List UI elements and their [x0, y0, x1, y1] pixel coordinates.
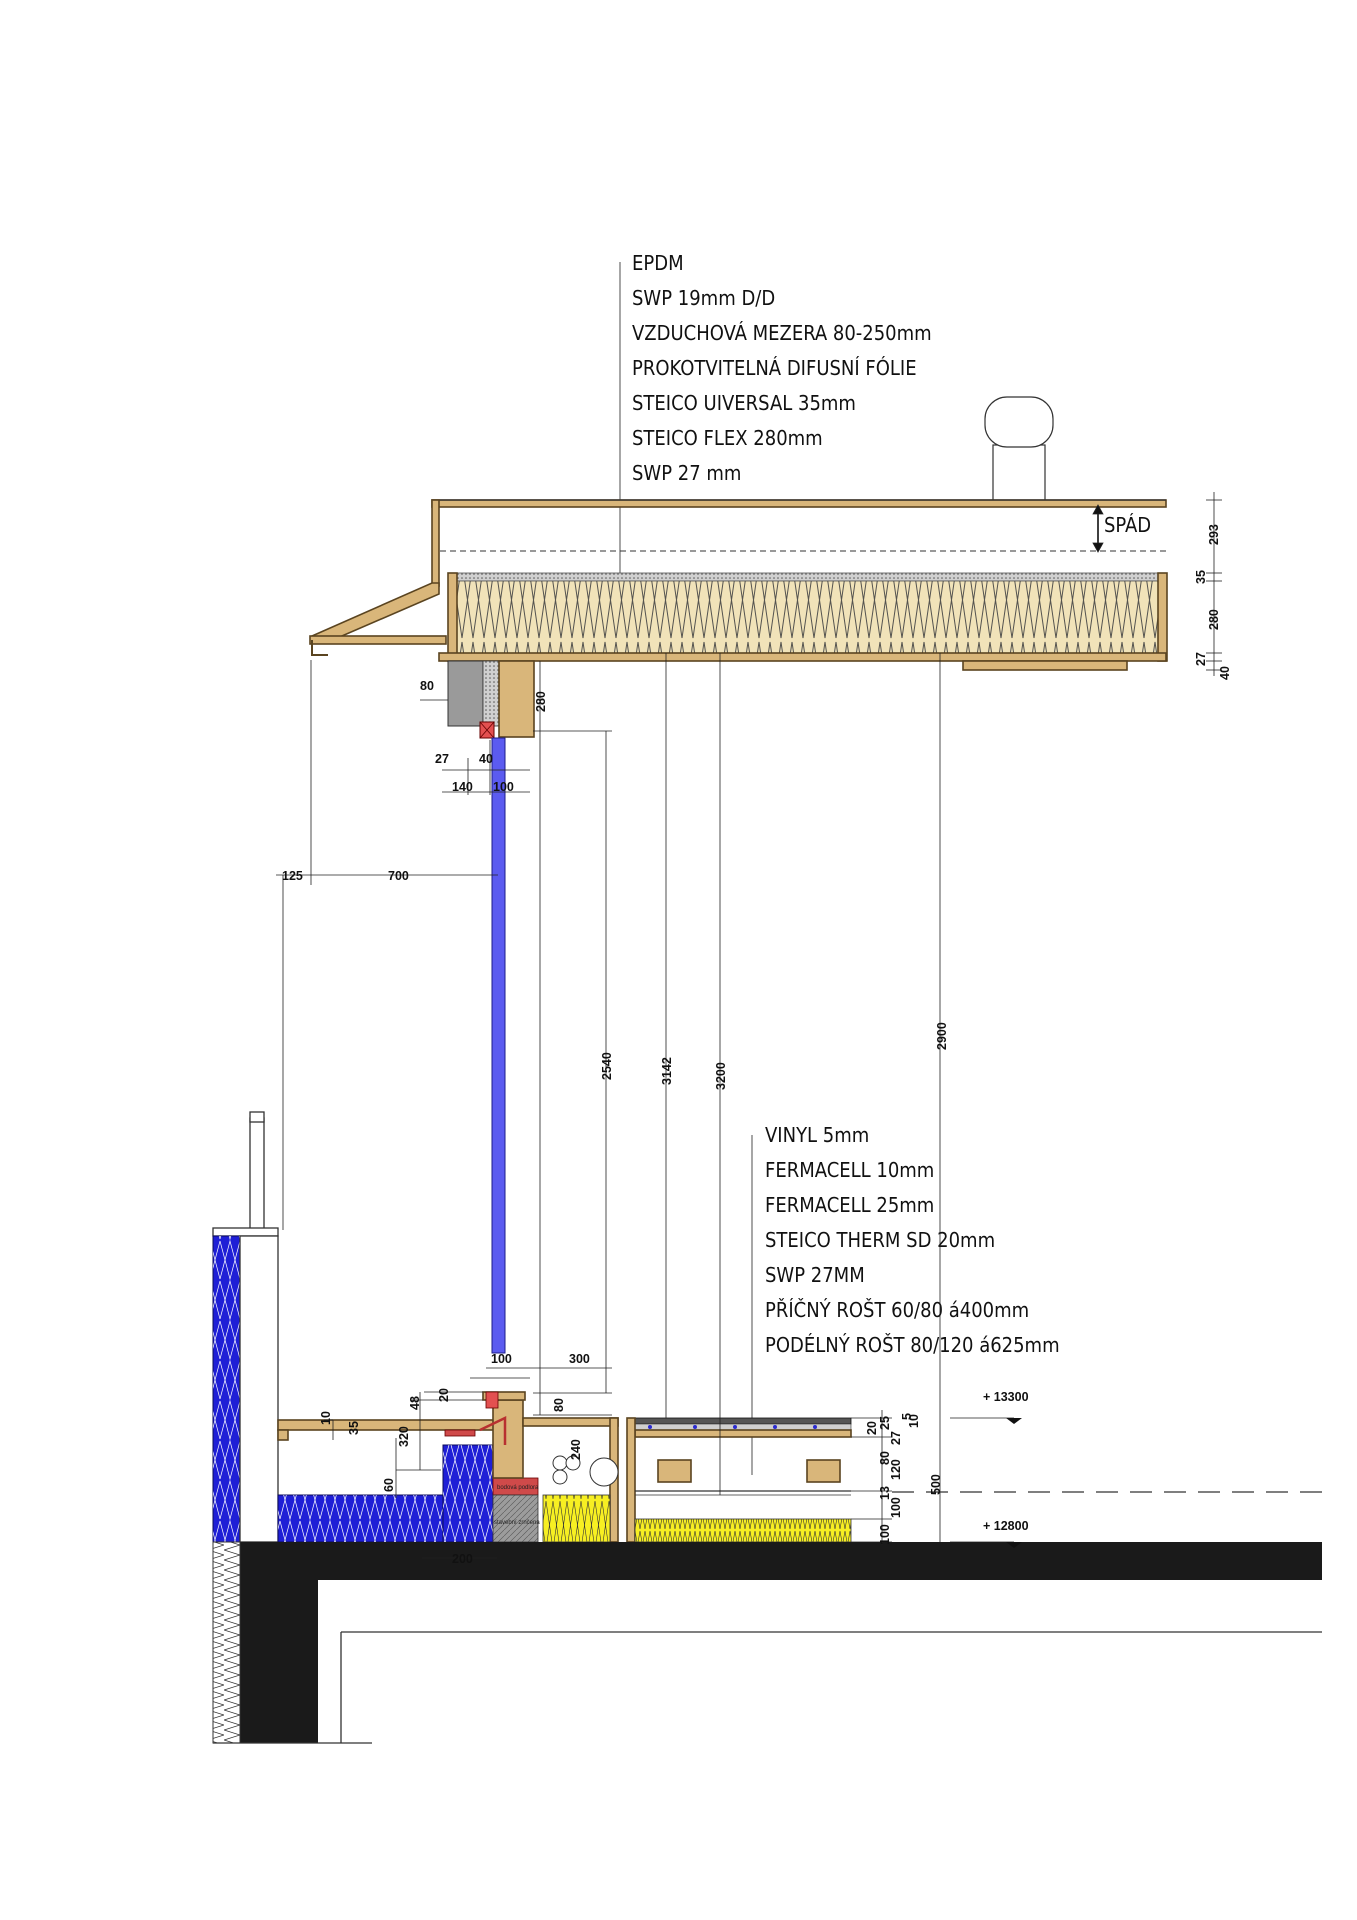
dim-label: 80: [552, 1398, 566, 1412]
dim-label: 3200: [714, 1062, 728, 1090]
slope-label: SPÁD: [1104, 513, 1151, 537]
dim-label: 100: [878, 1524, 892, 1545]
level-upper: + 13300: [983, 1390, 1029, 1404]
railing-post: [249, 1117, 265, 1231]
floor-layer-label: STEICO THERM SD 20mm: [765, 1228, 995, 1252]
dim-label: 320: [397, 1426, 411, 1447]
dim-label: 35: [1194, 570, 1208, 584]
dim-label: 20: [437, 1388, 451, 1402]
vertical-dimension-labels: 2540 3142 3200 2900: [600, 1022, 949, 1090]
roof-layer-label: STEICO UIVERSAL 35mm: [632, 391, 856, 415]
floor-layer-list: VINYL 5mm FERMACELL 10mm FERMACELL 25mm …: [765, 1123, 1060, 1357]
dim-label: 125: [282, 869, 303, 883]
dim-label: 100: [491, 1352, 512, 1366]
dim-label: 10: [907, 1414, 921, 1428]
floor-layer-label: SWP 27MM: [765, 1263, 865, 1287]
fascia-board: [431, 499, 440, 587]
roof-layer-list: EPDM SWP 19mm D/D VZDUCHOVÁ MEZERA 80-25…: [632, 251, 932, 485]
floor-layer-label: FERMACELL 25mm: [765, 1193, 934, 1217]
eave-dimension-labels: 80 280 27 40 140 100 125 700: [282, 679, 548, 883]
dim-label: 140: [452, 780, 473, 794]
vent-pipe: [992, 444, 1046, 506]
dim-label: 293: [1207, 524, 1221, 545]
floor-dimension-labels: 5 20 25 27 10 80 120 13 100 500 100: [865, 1413, 943, 1545]
eave-soffit: [311, 582, 440, 643]
roof-layer-label: SWP 27 mm: [632, 461, 741, 485]
dim-label: 60: [382, 1478, 396, 1492]
floor-layer-label: FERMACELL 10mm: [765, 1158, 934, 1182]
roof-layer-label: SWP 19mm D/D: [632, 286, 775, 310]
level-lower: + 12800: [983, 1519, 1029, 1533]
dim-label: 20: [865, 1421, 879, 1435]
gravel-label: stavební zrnčena: [494, 1520, 540, 1526]
roof-layer-label: PROKOTVITELNÁ DIFUSNÍ FÓLIE: [632, 356, 917, 380]
dim-label: 13: [878, 1486, 892, 1500]
dim-label: 40: [479, 752, 493, 766]
dim-label: 240: [569, 1439, 583, 1460]
level-markers: [1006, 1418, 1022, 1548]
slab-section: [240, 1542, 1322, 1743]
dim-label: 80: [420, 679, 434, 693]
floor-finish: [634, 1417, 852, 1425]
ceiling-batten: [962, 660, 1128, 671]
dim-label: 10: [319, 1411, 333, 1425]
floor-layer-label: VINYL 5mm: [765, 1123, 869, 1147]
dim-label: 2900: [935, 1022, 949, 1050]
terrace-sill: bodová podlora stavební zrnčena: [277, 1391, 619, 1543]
concrete-slab: [212, 1541, 1322, 1744]
dim-label: 120: [889, 1459, 903, 1480]
window-header: [447, 660, 535, 739]
floor-layer-label: PŘÍČNÝ ROŠT 60/80 á400mm: [765, 1298, 1029, 1322]
sill-seal: [485, 1391, 499, 1409]
dim-label: 48: [408, 1396, 422, 1410]
floor-swp: [634, 1429, 852, 1438]
roof-assembly: [309, 396, 1168, 671]
dim-label: 40: [1218, 666, 1232, 680]
roof-dimension-labels: 293 35 280 27 40: [1194, 524, 1232, 680]
roof-top-deck: [431, 499, 1167, 508]
parapet-wall: [212, 1111, 279, 1543]
vent-cap: [984, 396, 1054, 448]
roof-bottom-board: [438, 652, 1167, 662]
roof-layer-label: STEICO FLEX 280mm: [632, 426, 823, 450]
dim-label: 80: [878, 1451, 892, 1465]
floor-layer-label: PODÉLNÝ ROŠT 80/120 á625mm: [765, 1333, 1060, 1357]
dim-label: 27: [435, 752, 449, 766]
dim-label: 100: [493, 780, 514, 794]
floor-assembly: [626, 1417, 852, 1543]
sill-dimension-labels: 100 300 20 48 80 10 35 320 240 60 200: [319, 1352, 590, 1566]
dimension-lines: [276, 492, 1222, 1559]
dim-label: 500: [929, 1474, 943, 1495]
dim-label: 35: [347, 1421, 361, 1435]
eave-board: [309, 635, 447, 645]
roof-layer-label: EPDM: [632, 251, 684, 275]
dim-label: 5: [900, 1413, 914, 1420]
dim-label: 280: [1207, 609, 1221, 630]
cross-batten: [657, 1459, 692, 1483]
dim-label: 700: [388, 869, 409, 883]
dim-label: 100: [889, 1497, 903, 1518]
dim-label: 27: [1194, 652, 1208, 666]
dim-label: 280: [534, 691, 548, 712]
dim-label: 25: [878, 1416, 892, 1430]
sill-post: [492, 1399, 524, 1479]
gravel-block: [492, 1494, 539, 1543]
dim-label: 300: [569, 1352, 590, 1366]
dim-label: 27: [889, 1431, 903, 1445]
header-beam: [498, 660, 535, 738]
dim-label: 2540: [600, 1052, 614, 1080]
terrace-deck: [277, 1419, 499, 1431]
dim-label: 3142: [660, 1057, 674, 1085]
header-gray-block: [447, 660, 484, 727]
dim-label: 200: [452, 1552, 473, 1566]
cross-batten: [806, 1459, 841, 1483]
roof-layer-label: VZDUCHOVÁ MEZERA 80-250mm: [632, 321, 932, 345]
steico-universal-layer: [455, 572, 1167, 582]
window-glass: [491, 737, 506, 1354]
point-support-label: bodová podlora: [497, 1485, 539, 1491]
